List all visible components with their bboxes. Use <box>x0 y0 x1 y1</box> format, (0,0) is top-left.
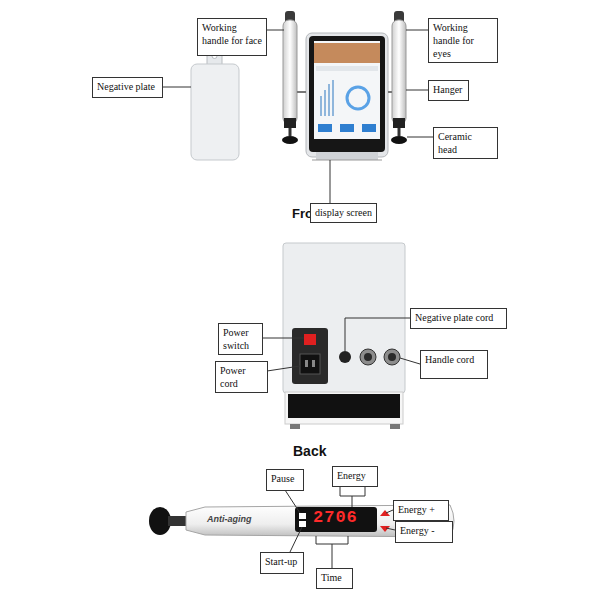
callout-text: Time <box>321 571 348 584</box>
callout-box: Time <box>316 568 353 589</box>
callout-text: Power cord <box>220 364 263 390</box>
view-heading: Back <box>293 443 326 459</box>
callout-text: Working handle for face <box>202 21 262 47</box>
callout-box: Ceramic head <box>433 127 498 159</box>
device-back <box>283 243 405 429</box>
callout-box: display screen <box>310 203 377 223</box>
digital-readout: 2706 <box>313 508 358 527</box>
callout-box: Energy - <box>395 521 453 543</box>
callout-text: Power switch <box>223 326 258 352</box>
callout-box: Hanger <box>428 80 469 101</box>
pen-brand-text: Anti-aging <box>207 514 252 524</box>
callout-box: Working handle for eyes <box>428 18 498 63</box>
callout-box: Power switch <box>218 323 263 355</box>
callout-box: Pause <box>266 469 304 491</box>
callout-box: Energy <box>332 466 378 487</box>
callout-text: Energy + <box>398 503 444 516</box>
callout-text: Negative plate <box>97 80 158 93</box>
callout-text: Negative plate cord <box>415 311 502 324</box>
callout-text: Start-up <box>265 555 299 568</box>
callout-text: Pause <box>271 472 299 485</box>
callout-box: Working handle for face <box>197 18 267 56</box>
callout-box: Energy + <box>393 500 449 521</box>
face-handle <box>282 11 306 144</box>
callout-box: Handle cord <box>420 350 488 379</box>
callout-text: Energy <box>337 469 373 482</box>
callout-text: Ceramic head <box>438 130 493 156</box>
callout-box: Negative plate <box>92 77 163 98</box>
callout-text: Handle cord <box>425 353 483 366</box>
callout-text: Hanger <box>433 83 464 96</box>
callout-text: display screen <box>315 206 372 219</box>
callout-box: Start-up <box>260 552 304 574</box>
eye-handle <box>388 11 407 144</box>
callout-text: Energy - <box>400 524 448 537</box>
callout-box: Negative plate cord <box>410 308 507 329</box>
negative-plate <box>191 50 239 160</box>
leader-lines <box>162 30 433 568</box>
callout-box: Power cord <box>215 361 268 393</box>
device-front <box>306 33 388 160</box>
callout-text: Working handle for eyes <box>433 21 493 60</box>
